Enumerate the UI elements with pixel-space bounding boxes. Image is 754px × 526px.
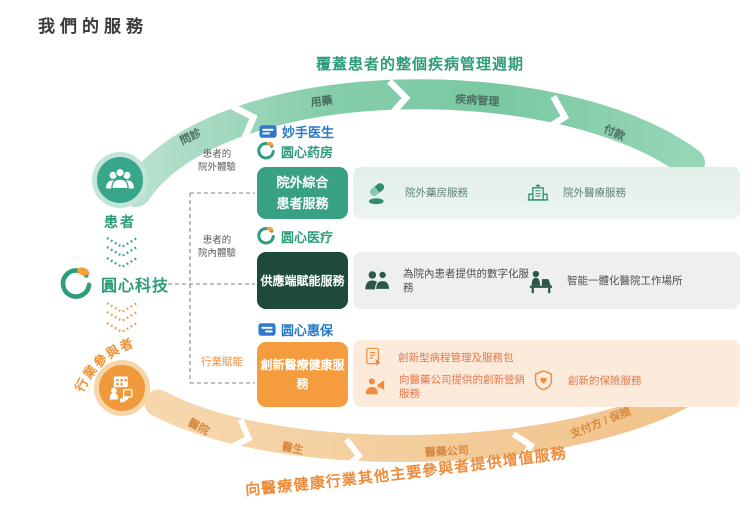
service-item: 創新型病程管理及服務包 — [363, 346, 514, 369]
top-arc-segment-label: 疾病管理 — [455, 91, 500, 108]
bottom-arc-band — [144, 380, 698, 462]
brand-yuanxin-pharmacy: 圆心药房 — [256, 141, 333, 161]
top-arc-chevrons — [231, 78, 570, 140]
people-group-icon — [106, 167, 134, 190]
arrow-chevron-icon — [341, 437, 364, 472]
patient-label: 患者 — [104, 214, 136, 230]
hospital-icon — [527, 184, 549, 201]
service-item: 創新的保險服務 — [531, 368, 642, 393]
top-arc-segment-label: 用藥 — [310, 93, 335, 110]
arrow-chevron-icon — [231, 103, 258, 140]
brand-name: 圆心惠保 — [281, 322, 334, 338]
industry-participants-avatar — [94, 360, 150, 416]
service-box-outpatient: 院外綜合患者服務 — [257, 167, 348, 219]
top-arc-band — [121, 79, 705, 207]
miaoshou-badge-icon — [259, 124, 277, 138]
brand-name: 圆心药房 — [281, 144, 334, 160]
patient-outside-experience-label: 患者的 院外體驗 — [191, 148, 243, 174]
label-line: 院內體驗 — [197, 248, 236, 259]
service-item-label: 智能一體化醫院工作場所 — [567, 274, 683, 287]
arrow-chevron-icon — [387, 78, 411, 118]
service-item-label: 創新型病程管理及服務包 — [398, 351, 514, 364]
patient-flow-dotted-arrow — [106, 236, 138, 269]
industry-enablement-label: 行業賦能 — [201, 356, 243, 368]
brand-miaoshou-doctor: 妙手医生 — [259, 121, 334, 141]
industry-icon — [109, 376, 133, 403]
brand-yuanxin-insurance: 圆心惠保 — [258, 319, 333, 339]
service-item: 為院內患者提供的數字化服務 — [363, 252, 531, 309]
arrow-chevron-icon — [228, 418, 253, 451]
outpatient-services-panel: 院外藥房服務 院外醫療服務 — [353, 167, 740, 219]
arrow-chevron-icon — [543, 94, 570, 133]
brand-name: 妙手医生 — [282, 124, 335, 140]
bottom-arc-segment-label: 醫藥公司 — [424, 443, 469, 459]
yuanxin-logo-icon — [257, 141, 275, 160]
service-box-innovative-health: 創新醫療健康服務 — [257, 342, 348, 407]
shield-heart-icon — [534, 370, 553, 391]
service-item: 向醫藥公司提供的創新營銷服務 — [363, 373, 529, 401]
yuanxin-logo-icon — [60, 267, 92, 299]
service-item-label: 為院內患者提供的數字化服務 — [403, 267, 529, 294]
label-line: 患者的 — [202, 149, 232, 160]
service-item-label: 創新的保險服務 — [568, 374, 642, 387]
bottom-arc-chevrons — [228, 418, 535, 472]
service-item-label: 院外醫療服務 — [563, 187, 626, 199]
brand-yuanxin-medical: 圆心医疗 — [256, 226, 333, 246]
yuanxin-logo-icon — [257, 226, 275, 245]
industry-flow-dotted-arrow — [106, 301, 138, 334]
brand-name: 圆心医疗 — [281, 229, 334, 245]
patient-avatar — [92, 152, 148, 208]
service-item: 智能一體化醫院工作場所 — [527, 252, 701, 309]
label-line: 患者的 — [202, 235, 232, 246]
company-name: 圓心科技 — [101, 278, 170, 295]
workstation-icon — [529, 270, 553, 293]
supply-enablement-panel: 為院內患者提供的數字化服務 智能一體化醫院工作場所 — [353, 252, 740, 309]
service-box-supply-enablement: 供應端賦能服務 — [257, 252, 348, 309]
document-hand-icon — [366, 347, 381, 367]
service-item-label: 向醫藥公司提供的創新營銷服務 — [399, 374, 525, 400]
huibao-badge-icon — [258, 322, 276, 336]
company-brand: 圓心科技 — [58, 266, 169, 302]
doctors-icon — [365, 270, 391, 290]
service-item: 院外藥房服務 — [365, 167, 468, 219]
top-flow-heading: 覆蓋患者的整個疾病管理週期 — [315, 56, 524, 73]
patient-inside-experience-label: 患者的 院內體驗 — [191, 234, 243, 260]
innovative-health-panel: 創新型病程管理及服務包 向醫藥公司提供的創新營銷服務 創新的保險服務 — [353, 340, 740, 407]
marketing-person-icon — [365, 378, 385, 395]
page-title: 我們的服務 — [38, 17, 148, 36]
label-line: 院外體驗 — [197, 162, 236, 173]
service-item: 院外醫療服務 — [525, 167, 626, 219]
arrow-chevron-icon — [511, 431, 535, 465]
bottom-arc-segment-label: 醫生 — [281, 439, 305, 457]
capsule-icon — [368, 183, 385, 205]
service-item-label: 院外藥房服務 — [405, 187, 468, 199]
connector-dashed-lines — [168, 192, 255, 384]
